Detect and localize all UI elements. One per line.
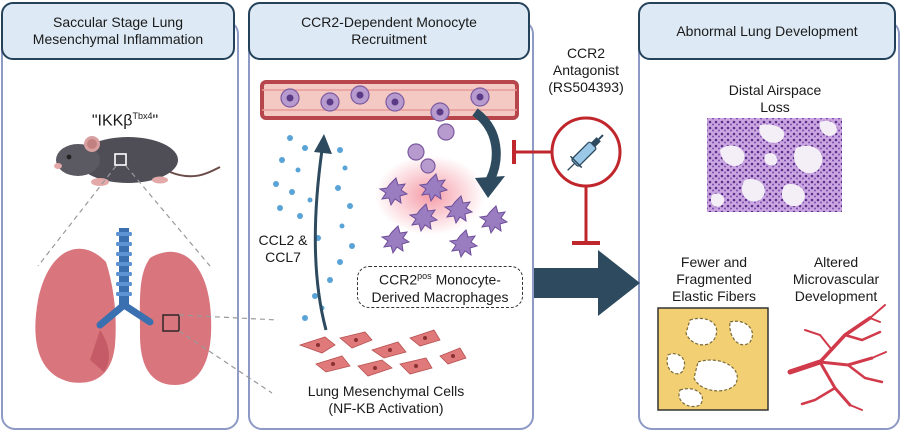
histology-image <box>707 118 842 212</box>
recruitment-arrow <box>472 108 501 183</box>
microvasculature-image <box>787 304 887 411</box>
mesenchymal-cells-label: Lung Mesenchymal Cells (NF-KB Activation… <box>307 383 465 416</box>
macrophage-cluster <box>378 173 509 259</box>
left-panel-header: Saccular Stage Lung Mesenchymal Inflamma… <box>1 2 235 60</box>
blood-vessel <box>260 80 519 122</box>
migrating-monocytes <box>407 123 455 174</box>
antagonist-label: CCR2 Antagonist (RS504393) <box>548 45 624 95</box>
right-panel-header: Abnormal Lung Development <box>638 2 896 60</box>
mouse-model-label: "IKKβTbx4" <box>91 111 159 130</box>
middle-panel-header: CCR2-Dependent Monocyte Recruitment <box>248 2 530 60</box>
chemokine-label: CCL2 & CCL7 <box>258 232 308 265</box>
elastic-fiber-image <box>657 307 769 411</box>
antagonist-inhibitor <box>512 116 622 245</box>
lung-zoom-box <box>162 314 180 332</box>
elastic-fibers-label: Fewer and Fragmented Elastic Fibers <box>671 254 757 304</box>
macrophage-label: CCR2pos Monocyte- Derived Macrophages <box>357 266 523 308</box>
microvascular-label: Altered Microvascular Development <box>792 254 880 304</box>
lung-illustration <box>35 228 212 385</box>
outcome-arrow <box>534 250 640 316</box>
mouse-illustration <box>54 136 221 186</box>
chemokine-arrow <box>313 149 328 331</box>
mesenchymal-cells <box>298 329 467 377</box>
chemokine-dots <box>273 135 355 321</box>
mouse-zoom-box <box>114 153 127 166</box>
airspace-label: Distal Airspace Loss <box>728 82 822 115</box>
syringe-icon <box>567 134 604 171</box>
